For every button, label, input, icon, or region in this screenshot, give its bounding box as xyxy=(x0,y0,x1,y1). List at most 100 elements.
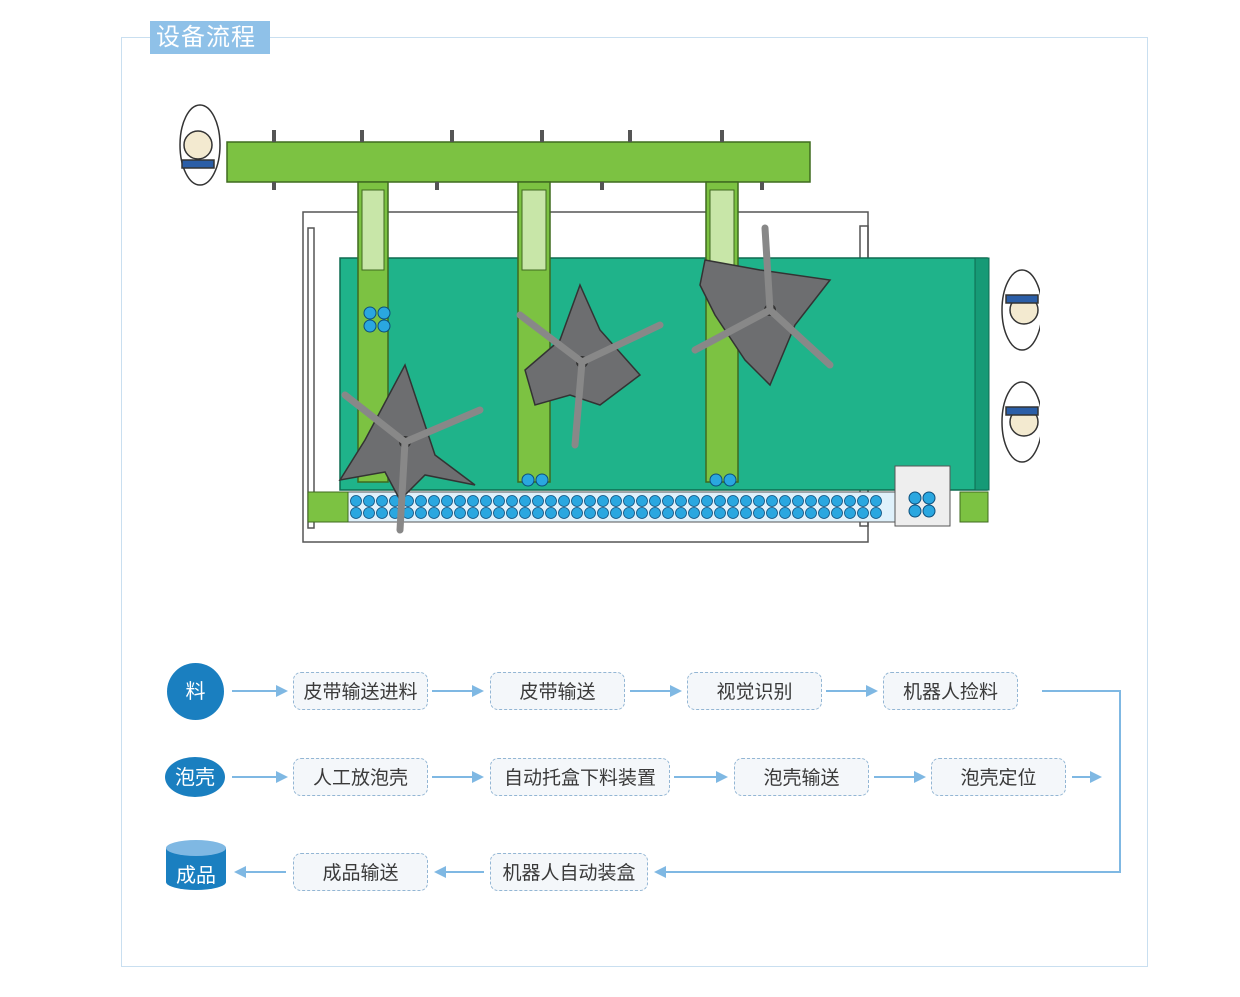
conveyor-cup xyxy=(753,495,765,507)
conveyor-cup xyxy=(857,507,869,519)
operator-figures xyxy=(179,104,1040,463)
conveyor-cup xyxy=(428,507,440,519)
conveyor-cup xyxy=(584,507,596,519)
start-node-blister: 泡壳 xyxy=(165,757,225,797)
step-robot-auto-boxing: 机器人自动装盒 xyxy=(490,853,648,891)
conveyor-cup xyxy=(376,507,388,519)
step-belt-feed: 皮带输送进料 xyxy=(293,672,428,710)
conveyor-cup xyxy=(805,507,817,519)
start-node-material: 料 xyxy=(167,663,224,720)
conveyor-cup xyxy=(441,507,453,519)
conveyor-cup xyxy=(662,495,674,507)
conveyor-cup xyxy=(610,507,622,519)
conveyor-cup xyxy=(779,495,791,507)
conveyor-cup xyxy=(688,495,700,507)
conveyor-cup xyxy=(597,495,609,507)
conveyor-cup xyxy=(454,495,466,507)
finished-product-cylinder-icon xyxy=(166,840,226,890)
conveyor-cup xyxy=(493,507,505,519)
conveyor-cup xyxy=(714,507,726,519)
belt-ribs xyxy=(361,189,735,271)
conveyor-cup xyxy=(610,495,622,507)
conveyor-cup xyxy=(727,507,739,519)
conveyor-cup xyxy=(662,507,674,519)
conveyor-cup xyxy=(545,507,557,519)
conveyor-cup xyxy=(519,495,531,507)
conveyor-cup xyxy=(571,507,583,519)
conveyor-cup xyxy=(649,507,661,519)
conveyor-cup xyxy=(532,507,544,519)
conveyor-cup xyxy=(597,507,609,519)
conveyor-cup xyxy=(454,507,466,519)
conveyor-cup xyxy=(805,495,817,507)
conveyor-cup xyxy=(844,507,856,519)
conveyor-cup xyxy=(675,495,687,507)
conveyor-cup xyxy=(441,495,453,507)
conveyor-cup xyxy=(467,507,479,519)
conveyor-cup xyxy=(532,495,544,507)
step-auto-tray-unload: 自动托盒下料装置 xyxy=(490,758,670,796)
conveyor-cup xyxy=(740,507,752,519)
conveyor-cup xyxy=(779,507,791,519)
conveyor-cup xyxy=(844,495,856,507)
conveyor-cup xyxy=(623,495,635,507)
conveyor-cup xyxy=(584,495,596,507)
step-blister-positioning: 泡壳定位 xyxy=(931,758,1066,796)
conveyor-cup xyxy=(857,495,869,507)
conveyor-cup xyxy=(376,495,388,507)
conveyor-cup xyxy=(363,495,375,507)
conveyor-cup xyxy=(701,507,713,519)
conveyor-cup xyxy=(636,507,648,519)
conveyor-cup xyxy=(870,507,882,519)
conveyor-cup xyxy=(675,507,687,519)
step-belt-convey: 皮带输送 xyxy=(490,672,625,710)
conveyor-cup xyxy=(350,507,362,519)
conveyor-cup xyxy=(493,495,505,507)
blister-cups xyxy=(363,306,737,487)
conveyor-cup xyxy=(831,495,843,507)
pick-robots xyxy=(338,259,832,502)
conveyor-cup xyxy=(727,495,739,507)
conveyor-cup xyxy=(623,507,635,519)
step-robot-picking: 机器人捡料 xyxy=(883,672,1018,710)
conveyor-cup xyxy=(753,507,765,519)
conveyor-cup xyxy=(415,507,427,519)
conveyor-cup xyxy=(649,495,661,507)
conveyor-cup xyxy=(766,507,778,519)
conveyor-cup xyxy=(545,495,557,507)
conveyor-cup xyxy=(701,495,713,507)
conveyor-cup xyxy=(480,507,492,519)
conveyor-cup xyxy=(831,507,843,519)
conveyor-cup xyxy=(636,495,648,507)
section-title: 设备流程 xyxy=(150,21,270,54)
packing-station xyxy=(894,465,951,527)
step-finished-convey: 成品输送 xyxy=(293,853,428,891)
step-vision-recognition: 视觉识别 xyxy=(687,672,822,710)
conveyor-cup xyxy=(415,495,427,507)
conveyor-cup xyxy=(428,495,440,507)
conveyor-cup xyxy=(363,507,375,519)
step-manual-blister: 人工放泡壳 xyxy=(293,758,428,796)
content-frame xyxy=(121,37,1148,967)
conveyor-cup xyxy=(688,507,700,519)
conveyor-cup xyxy=(766,495,778,507)
conveyor-cup xyxy=(480,495,492,507)
conveyor-cup xyxy=(818,495,830,507)
conveyor-cup xyxy=(350,495,362,507)
conveyor-cup xyxy=(506,495,518,507)
conveyor-cup xyxy=(792,495,804,507)
conveyor-cup xyxy=(792,507,804,519)
conveyor-cup xyxy=(558,507,570,519)
equipment-layout-drawing xyxy=(179,104,1040,543)
conveyor-cup xyxy=(571,495,583,507)
conveyor-cup xyxy=(818,507,830,519)
conveyor-cup xyxy=(467,495,479,507)
conveyor-cup xyxy=(558,495,570,507)
step-blister-convey: 泡壳输送 xyxy=(734,758,869,796)
end-node-finished: 成品 xyxy=(176,863,216,887)
conveyor-cup xyxy=(519,507,531,519)
conveyor-cup xyxy=(870,495,882,507)
top-belt-brackets xyxy=(272,130,764,190)
conveyor-cup xyxy=(740,495,752,507)
